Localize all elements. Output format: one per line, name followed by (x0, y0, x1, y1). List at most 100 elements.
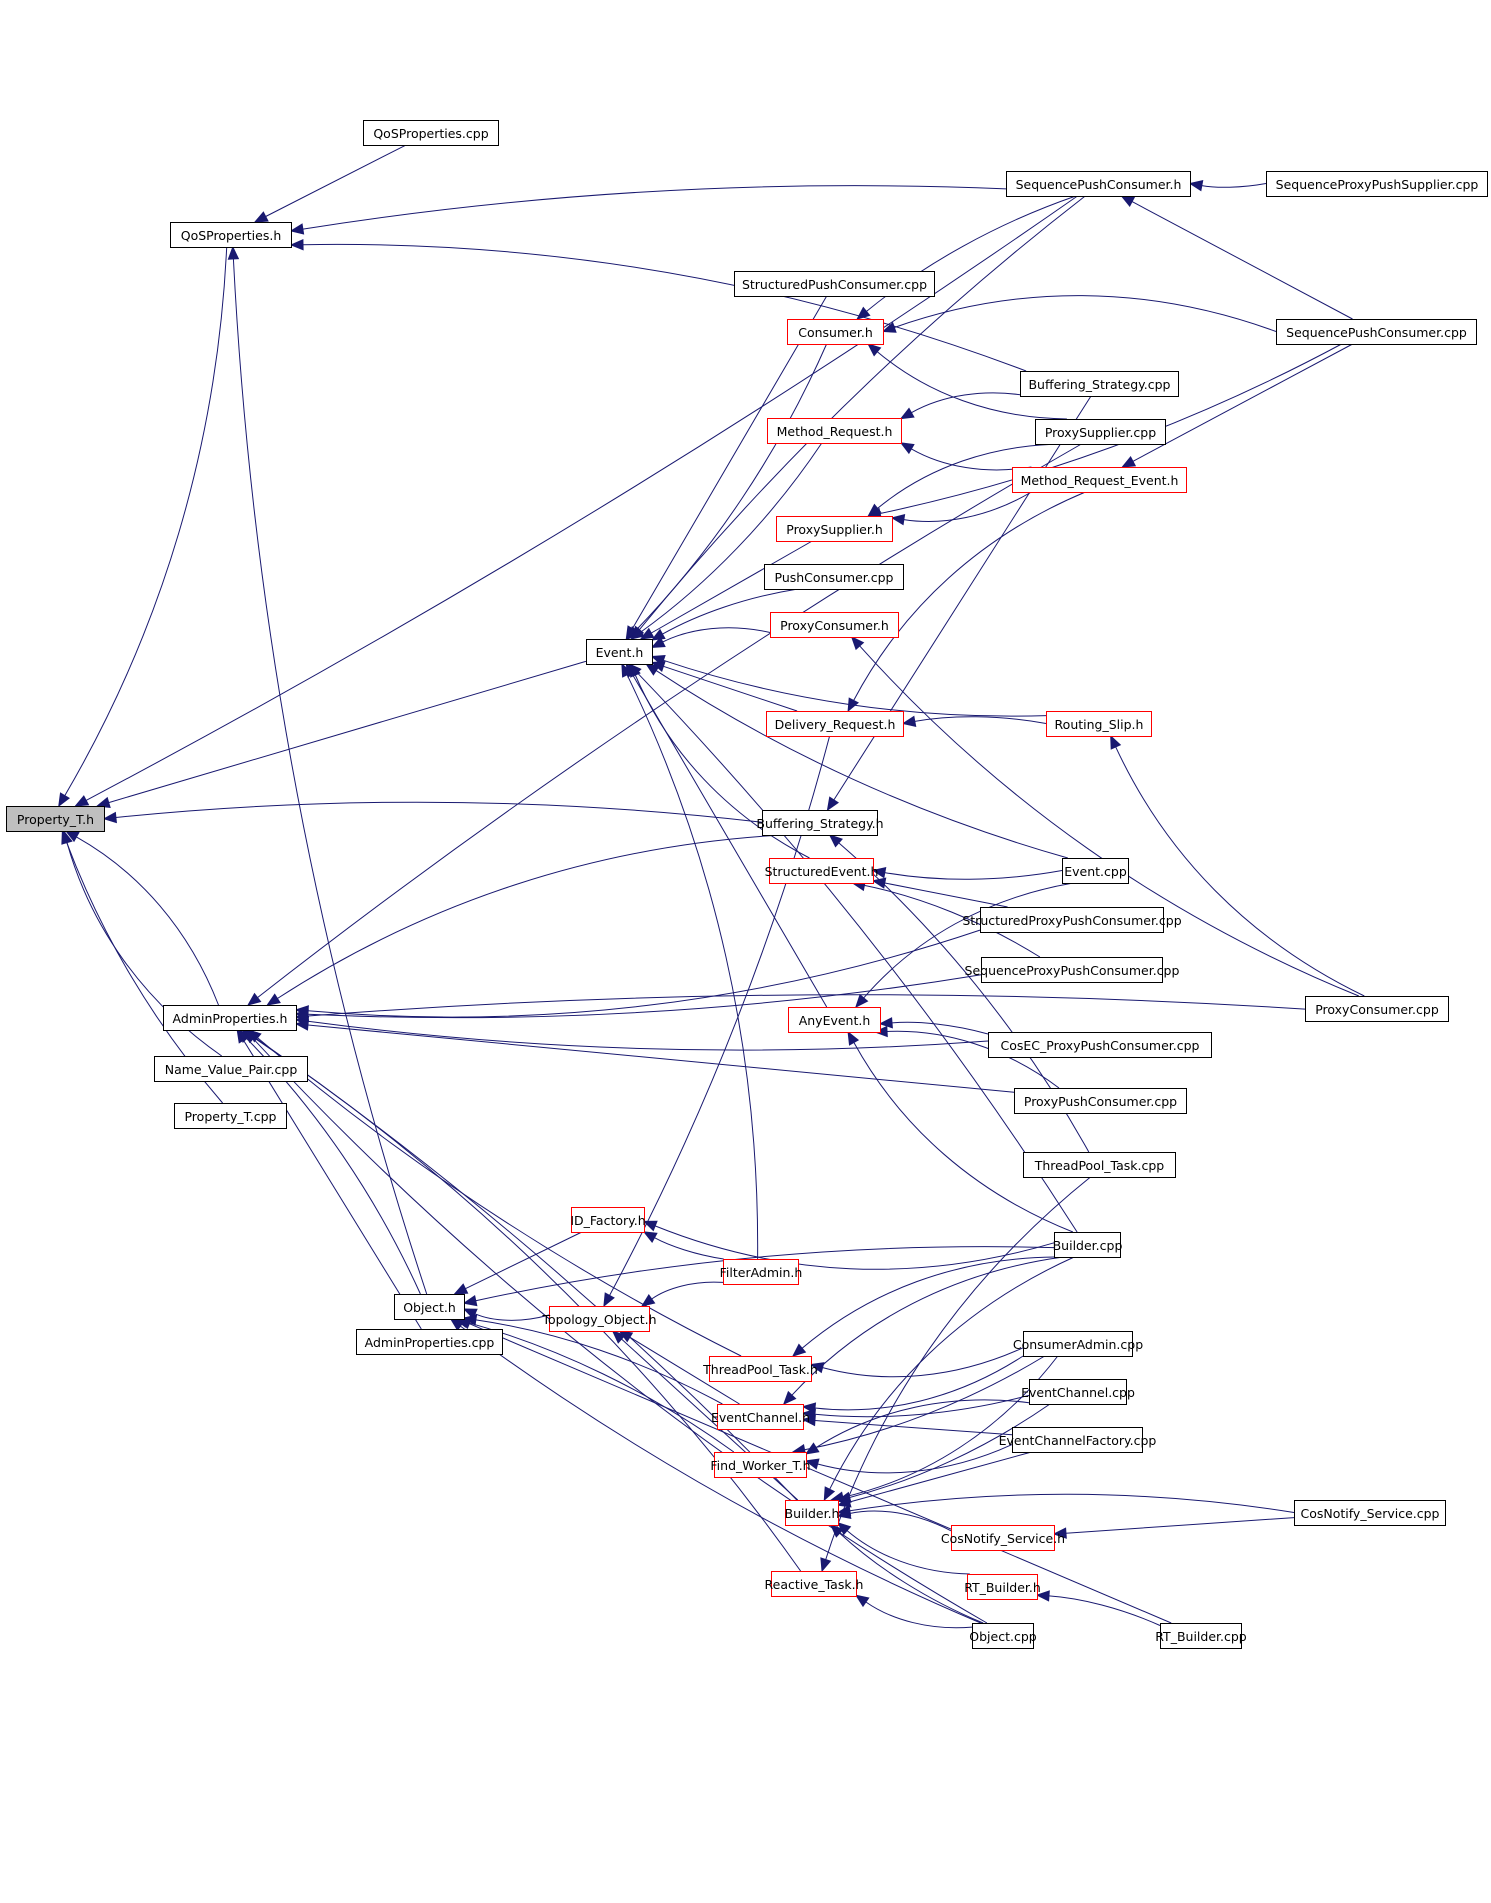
node-consumer-h[interactable]: Consumer.h (787, 319, 884, 345)
node-box (709, 1356, 812, 1382)
node-label: Buffering_Strategy.cpp (1028, 377, 1170, 392)
node-reactive-task-h[interactable]: Reactive_Task.h (765, 1571, 864, 1597)
node-proxyconsumer-cpp[interactable]: ProxyConsumer.cpp (1305, 996, 1449, 1022)
arrowhead-icon (847, 697, 860, 713)
edge-method_request_event_h-to-method_request_h (911, 448, 1032, 471)
node-proxypushconsumer-cpp[interactable]: ProxyPushConsumer.cpp (1014, 1088, 1187, 1114)
edge-eventchannel_cpp-to-find_worker_t_h (815, 1399, 1030, 1448)
node-threadpool-task-cpp[interactable]: ThreadPool_Task.cpp (1023, 1152, 1176, 1178)
node-adminproperties-h[interactable]: AdminProperties.h (163, 1005, 297, 1031)
node-label: ProxySupplier.h (786, 522, 883, 537)
node-method-request-event-h[interactable]: Method_Request_Event.h (1012, 467, 1187, 493)
node-pushconsumer-cpp[interactable]: PushConsumer.cpp (764, 564, 904, 590)
node-box (951, 1525, 1055, 1551)
arrowhead-icon (1188, 180, 1204, 192)
node-box (714, 1452, 807, 1478)
node-builder-h[interactable]: Builder.h (785, 1500, 840, 1526)
node-box (1006, 171, 1191, 197)
node-property-t-h: Property_T.h (6, 806, 105, 832)
node-event-h[interactable]: Event.h (586, 639, 653, 665)
node-label: AdminProperties.cpp (365, 1335, 495, 1350)
edge-sequencepushconsumer_cpp-to-consumer_h (894, 295, 1277, 332)
arrowhead-icon (901, 715, 917, 727)
node-label: SequencePushConsumer.h (1016, 177, 1182, 192)
edge-consumeradmin_cpp-to-builder_h (842, 1355, 1059, 1498)
node-box (154, 1056, 308, 1082)
node-label: EventChannel.cpp (1021, 1385, 1135, 1400)
node-object-h[interactable]: Object.h (394, 1294, 465, 1320)
node-method-request-h[interactable]: Method_Request.h (767, 418, 902, 444)
node-label: AnyEvent.h (799, 1013, 871, 1028)
node-label: CosNotify_Service.cpp (1300, 1506, 1439, 1521)
node-builder-cpp[interactable]: Builder.cpp (1053, 1232, 1123, 1258)
node-qosproperties-h[interactable]: QoSProperties.h (170, 222, 292, 248)
node-adminproperties-cpp[interactable]: AdminProperties.cpp (356, 1329, 503, 1355)
edge-routing_slip_h-to-delivery_request_h (914, 716, 1047, 724)
node-eventchannel-cpp[interactable]: EventChannel.cpp (1021, 1379, 1135, 1405)
node-delivery-request-h[interactable]: Delivery_Request.h (766, 711, 904, 737)
node-sequencepushconsumer-cpp[interactable]: SequencePushConsumer.cpp (1276, 319, 1477, 345)
arrowhead-icon (102, 811, 117, 824)
node-structuredevent-h[interactable]: StructuredEvent.h (765, 858, 879, 884)
node-id-factory-h[interactable]: ID_Factory.h (570, 1207, 646, 1233)
node-rt-builder-h[interactable]: RT_Builder.h (964, 1574, 1041, 1600)
arrowhead-icon (227, 245, 240, 260)
node-find-worker-t-h[interactable]: Find_Worker_T.h (710, 1452, 811, 1478)
node-name-value-pair-cpp[interactable]: Name_Value_Pair.cpp (154, 1056, 308, 1082)
arrowhead-icon (854, 1594, 870, 1608)
edge-proxyconsumer_h-to-event_h (662, 627, 771, 643)
node-eventchannelfactory-cpp[interactable]: EventChannelFactory.cpp (999, 1427, 1157, 1453)
edge-builder_cpp-to-threadpool_task_h (801, 1256, 1055, 1349)
arrowhead-icon (289, 223, 305, 235)
arrowhead-icon (640, 1293, 656, 1307)
node-label: ThreadPool_Task.cpp (1034, 1158, 1165, 1173)
edge-event_h-to-property_t_h (108, 660, 587, 804)
node-label: Consumer.h (798, 325, 873, 340)
edge-proxypushconsumer_cpp-to-adminproperties_h (307, 1024, 1015, 1093)
arrowhead-icon (809, 1362, 825, 1374)
node-buffering-strategy-h[interactable]: Buffering_Strategy.h (756, 810, 884, 836)
edge-threadpool_task_cpp-to-reactive_task_h (825, 1176, 1091, 1560)
node-topology-object-h[interactable]: Topology_Object.h (541, 1306, 657, 1332)
node-box (723, 1259, 799, 1285)
node-label: EventChannel.h (711, 1410, 810, 1425)
node-filteradmin-h[interactable]: FilterAdmin.h (720, 1259, 803, 1285)
node-label: CosNotify_Service.h (941, 1531, 1065, 1546)
node-qosproperties-cpp[interactable]: QoSProperties.cpp (363, 120, 499, 146)
node-label: Name_Value_Pair.cpp (165, 1062, 298, 1077)
node-eventchannel-h[interactable]: EventChannel.h (711, 1404, 810, 1430)
node-anyevent-h[interactable]: AnyEvent.h (788, 1007, 881, 1033)
node-proxysupplier-h[interactable]: ProxySupplier.h (776, 516, 893, 542)
node-cosnotify-service-h[interactable]: CosNotify_Service.h (941, 1525, 1065, 1551)
edge-anyevent_h-to-event_h (631, 674, 828, 1008)
arrowhead-icon (899, 407, 915, 420)
node-cosec-proxypushconsumer-cpp[interactable]: CosEC_ProxyPushConsumer.cpp (988, 1032, 1212, 1058)
node-proxyconsumer-h[interactable]: ProxyConsumer.h (770, 612, 899, 638)
node-box (787, 319, 884, 345)
node-structuredproxypushconsumer-cpp[interactable]: StructuredProxyPushConsumer.cpp (962, 907, 1182, 933)
node-label: Event.h (596, 645, 644, 660)
arrowhead-icon (449, 1318, 465, 1331)
node-object-cpp[interactable]: Object.cpp (969, 1623, 1037, 1649)
node-routing-slip-h[interactable]: Routing_Slip.h (1046, 711, 1152, 737)
node-sequenceproxypushsupplier-cpp[interactable]: SequenceProxyPushSupplier.cpp (1266, 171, 1488, 197)
node-threadpool-task-h[interactable]: ThreadPool_Task.h (702, 1356, 818, 1382)
node-label: Event.cpp (1064, 864, 1127, 879)
node-structuredpushconsumer-cpp[interactable]: StructuredPushConsumer.cpp (734, 271, 935, 297)
node-event-cpp[interactable]: Event.cpp (1062, 858, 1129, 884)
edge-filteradmin_h-to-id_factory_h (654, 1237, 724, 1260)
node-buffering-strategy-cpp[interactable]: Buffering_Strategy.cpp (1020, 371, 1179, 397)
node-label: QoSProperties.h (181, 228, 282, 243)
node-sequenceproxypushconsumer-cpp[interactable]: SequenceProxyPushConsumer.cpp (965, 957, 1180, 983)
node-sequencepushconsumer-h[interactable]: SequencePushConsumer.h (1006, 171, 1191, 197)
node-proxysupplier-cpp[interactable]: ProxySupplier.cpp (1035, 419, 1166, 445)
arrowhead-icon (820, 1557, 832, 1573)
node-consumeradmin-cpp[interactable]: ConsumerAdmin.cpp (1013, 1331, 1143, 1357)
node-cosnotify-service-cpp[interactable]: CosNotify_Service.cpp (1294, 1500, 1446, 1526)
node-box (170, 222, 292, 248)
node-label: Object.h (403, 1300, 456, 1315)
nodes-layer: Property_T.h QoSProperties.cppQoSProperti… (6, 120, 1488, 1649)
node-rt-builder-cpp[interactable]: RT_Builder.cpp (1155, 1623, 1247, 1649)
node-property-t-cpp[interactable]: Property_T.cpp (174, 1103, 287, 1129)
